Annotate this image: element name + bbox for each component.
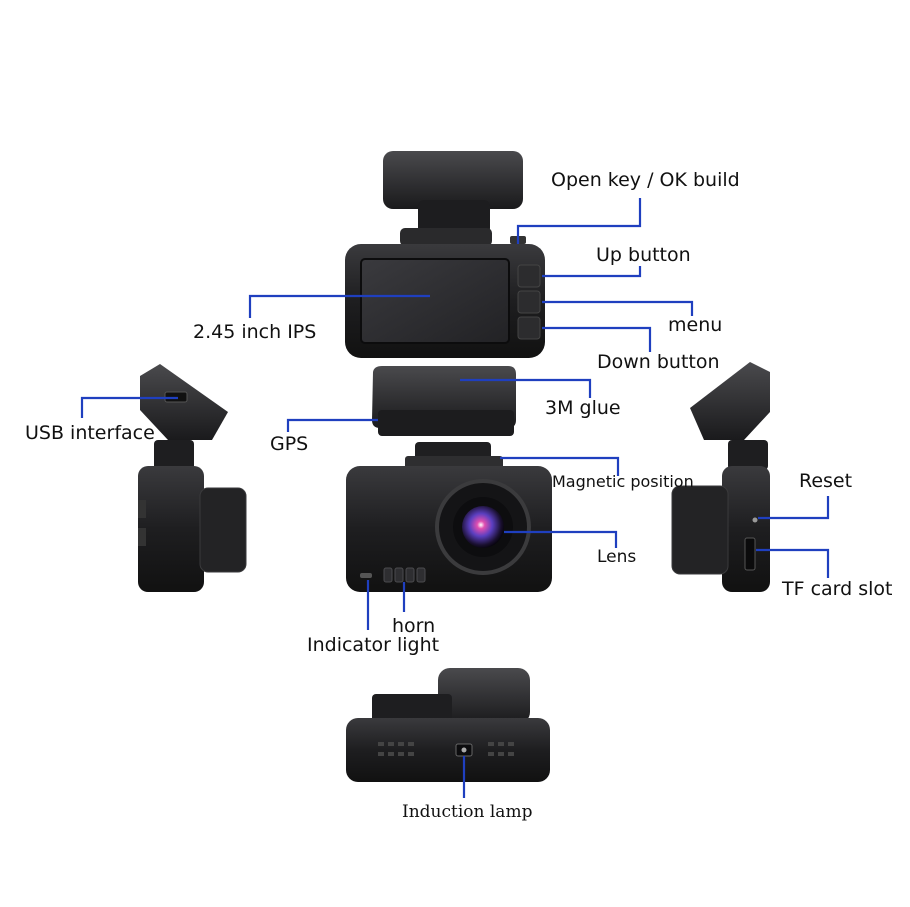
label-menu: menu [668,314,723,336]
line-screen [248,294,430,318]
left-body [138,466,204,592]
label-horn: horn [392,615,436,637]
label-usb: USB interface [25,422,155,444]
left-hinge [154,440,194,470]
front-device [346,442,552,592]
right-lens-barrel [671,485,729,575]
label-induction: Induction lamp [402,802,533,822]
top-device [345,151,545,358]
line-reset [758,496,830,520]
label-indicator: Indicator light [307,634,440,656]
label-open-key: Open key / OK build [551,169,740,191]
right-body [722,466,770,592]
right-mount [690,362,770,440]
left-device [138,364,247,592]
line-magnetic [500,456,620,476]
bottom-body [346,718,550,782]
left-lens-barrel [199,487,247,573]
gps-mount [372,366,516,436]
label-reset: Reset [799,470,853,492]
label-magnetic: Magnetic position [552,472,694,491]
menu-button-graphic [517,290,541,314]
line-menu [542,300,694,316]
indicator-light-graphic [360,573,372,578]
line-up-button [542,266,642,278]
label-tf-card: TF card slot [782,578,893,600]
line-open-key [516,198,642,244]
label-lens: Lens [597,547,637,567]
left-side-button [138,500,146,518]
top-mount-arm [418,200,490,234]
label-down-button: Down button [597,351,720,373]
bottom-lens-housing [438,668,530,724]
line-down-button [542,326,652,352]
bottom-device [346,668,550,782]
reset-hole-graphic [752,517,758,523]
line-usb [80,396,178,418]
induction-lamp-dot [461,747,467,753]
top-mount-pad [383,151,523,209]
bottom-mount [372,694,452,724]
ips-screen [360,258,510,344]
label-up-button: Up button [596,244,691,266]
bottom-vents-left [378,742,414,756]
label-glue: 3M glue [545,397,621,419]
line-gps [286,418,378,432]
right-hinge [728,440,768,470]
right-device [671,362,770,592]
line-lens [504,530,618,548]
up-button-graphic [517,264,541,288]
leader-lines [80,198,830,798]
label-screen: 2.45 inch IPS [193,321,317,343]
top-mount-hinge [400,228,492,246]
bottom-vents-right [488,742,514,756]
tf-slot-graphic [744,537,756,571]
horn-grille [383,567,426,583]
lens-glass [462,506,504,548]
line-glue [460,378,592,398]
left-side-button-2 [138,528,146,546]
line-tf-card [756,548,830,578]
label-gps: GPS [270,433,309,455]
down-button-graphic [517,316,541,340]
gps-base [378,410,514,436]
